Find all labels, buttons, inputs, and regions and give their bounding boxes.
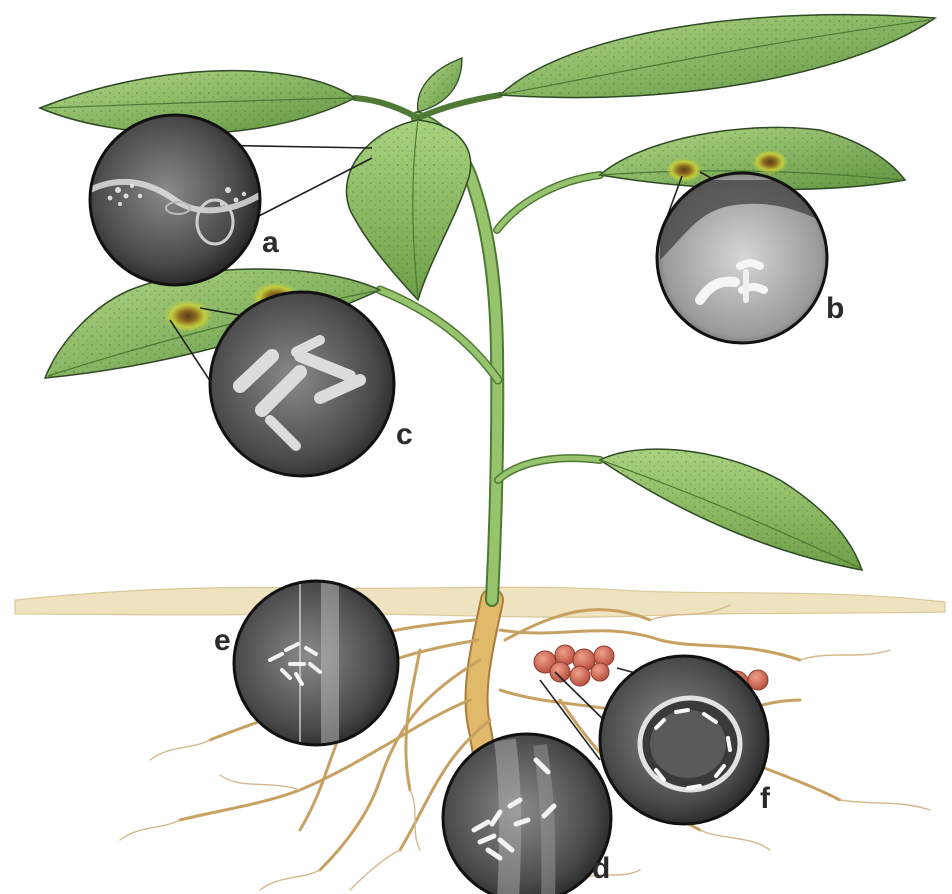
label-a: a <box>262 226 279 259</box>
micrograph-f <box>598 655 770 827</box>
lesion-spot <box>666 158 702 182</box>
label-f: f <box>760 782 771 815</box>
lesion-spot <box>164 300 212 332</box>
label-d: d <box>592 852 610 885</box>
lesion-spot <box>752 150 788 174</box>
label-c: c <box>396 418 413 451</box>
micrograph-d <box>440 732 615 894</box>
leaf-top-right <box>500 15 935 98</box>
micrograph-b <box>655 170 830 345</box>
micrograph-e <box>230 580 402 750</box>
leaf-right-lower <box>600 449 862 570</box>
label-e: e <box>214 624 231 657</box>
micrograph-a <box>90 115 260 285</box>
label-b: b <box>826 292 844 325</box>
leaf-center <box>346 120 470 300</box>
